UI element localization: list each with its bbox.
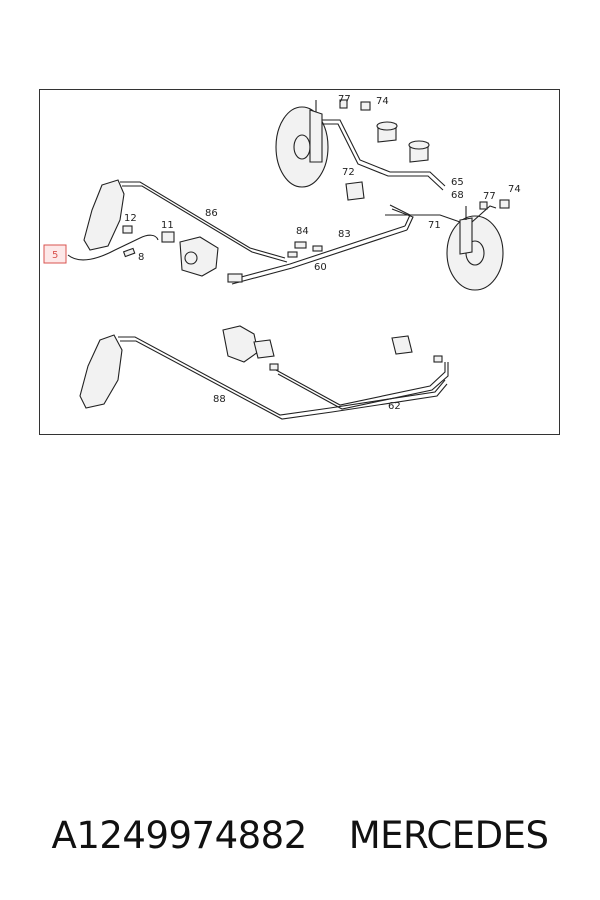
caliper [309,109,323,163]
reservoir-cap [408,140,430,150]
brake-hose [67,234,159,261]
parts-diagram: 77 74 72 65 68 77 74 71 86 12 11 84 83 6… [39,89,560,435]
part-number: A1249974882 [51,813,308,857]
valve [391,335,413,355]
brand-name: MERCEDES [348,813,549,857]
callout-label: 86 [205,208,218,219]
callout-label: 11 [161,220,174,231]
bleed-screw [479,201,488,210]
disc-hub [293,134,311,160]
brake-line [275,362,446,406]
highlighted-callout-label: 5 [52,250,58,261]
callout-label: 88 [213,394,226,405]
brake-line [322,119,446,187]
line-connector [294,241,307,249]
block-port [184,251,198,265]
brake-line [391,208,414,231]
left-caliper-bracket [83,179,125,251]
callout-label: 74 [508,184,521,195]
line-connector [312,245,323,252]
reservoir-cap [376,121,398,131]
callout-label: 83 [338,229,351,240]
callout-label: 68 [451,190,464,201]
bleed-screw [339,99,348,109]
callout-label: 71 [428,220,441,231]
line-connector [287,251,298,258]
brake-line [120,181,286,259]
brake-line [118,336,446,416]
brake-line [471,205,497,223]
brake-line [229,225,406,281]
line-connector [433,355,443,363]
line-union [227,273,243,283]
callout-label: 77 [483,191,496,202]
callout-label: 8 [138,252,144,263]
distribution-block [179,236,219,277]
brake-line [322,123,444,191]
brake-line [231,229,408,285]
cap-nut [360,101,371,111]
highlighted-callout-box [43,244,67,264]
callout-label: 12 [124,213,137,224]
cap-nut [499,199,510,209]
callout-label: 60 [314,262,327,273]
fitting [161,231,175,243]
cylinder-port [253,339,275,359]
callout-label: 84 [296,226,309,237]
part-footer: A1249974882 MERCEDES [0,800,600,870]
caliper [459,217,473,255]
fitting [122,225,133,234]
valve [345,181,365,201]
callout-label: 65 [451,177,464,188]
master-cylinder [222,325,259,363]
callout-label: 74 [376,96,389,107]
callout-label: 62 [388,401,401,412]
left-caliper-bracket [79,334,123,409]
brake-line [277,362,449,410]
clip [122,247,136,258]
brake-line [120,340,448,420]
brake-line [122,185,288,263]
callout-label: 77 [338,94,351,105]
brake-line [385,214,461,223]
callout-label: 72 [342,167,355,178]
line-connector [269,363,279,371]
